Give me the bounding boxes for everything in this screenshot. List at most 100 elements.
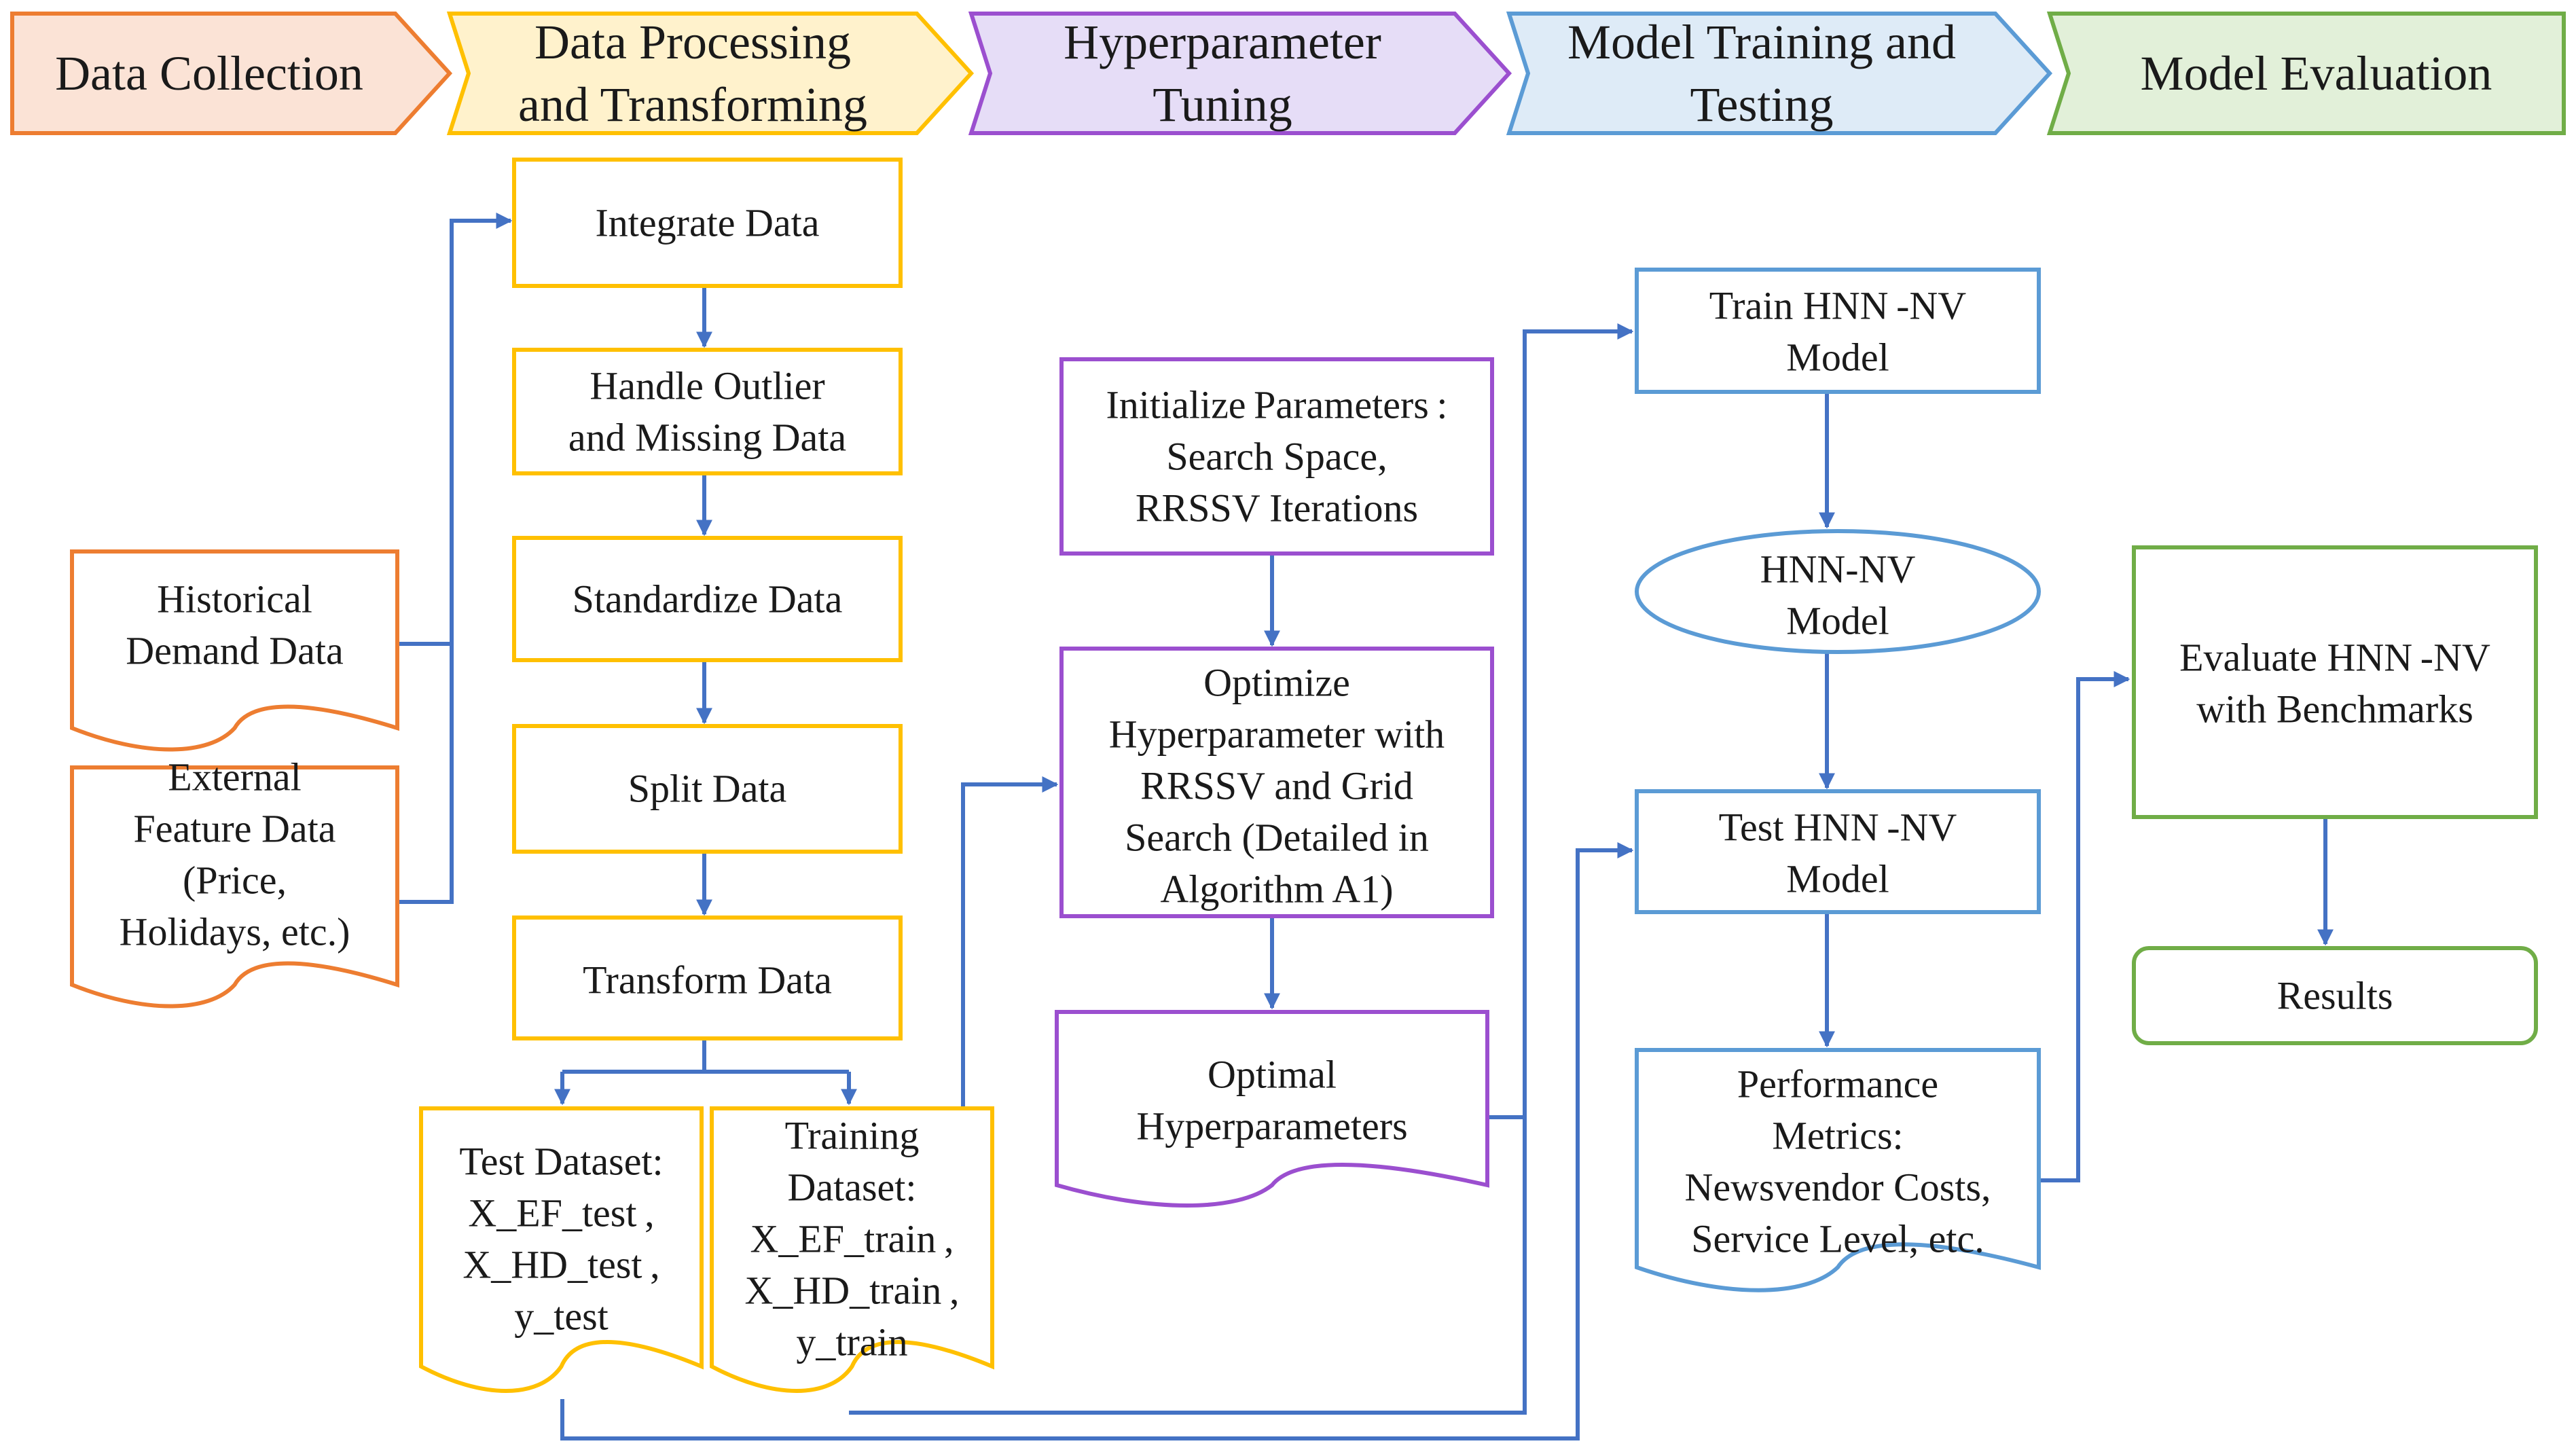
node-box [512,158,903,288]
node-label: Test HNN -NV [1719,805,1957,850]
node-label: HNN-NV [1760,547,1916,592]
node-label: Integrate Data [595,201,819,245]
node-label: Performance [1737,1062,1938,1106]
node-label: Dataset: [787,1165,916,1210]
stage-training [1506,12,2053,135]
node-box [512,916,903,1040]
node-box [2132,545,2538,819]
node-evaluate: Evaluate HNN -NV with Benchmarks [2132,545,2538,819]
node-label: Optimize [1203,661,1350,705]
node-box [1059,647,1494,918]
arrow-training-to-optimize [961,776,1059,1108]
arrow-optimal-to-train [1487,323,1634,1119]
node-label: Feature Data [134,807,336,851]
stage-label: Hyperparameter [1064,15,1381,69]
node-hnn-model: HNN-NV Model [1635,529,2041,654]
node-label: with Benchmarks [2196,687,2473,731]
node-label: Optimal [1208,1053,1337,1097]
node-label: Initialize Parameters : [1106,383,1447,427]
node-label: Holidays, etc.) [120,910,350,954]
node-label: X_HD_train , [744,1269,959,1313]
node-label: Evaluate HNN -NV [2179,636,2490,680]
node-document-shape [1055,1010,1489,1208]
stage-label: Model Training and [1567,15,1956,69]
node-box [1635,268,2041,394]
stage-banner: Data Collection Data Processing and Transf… [10,12,2566,135]
node-label: Transform Data [583,958,832,1002]
node-split: Split Data [512,724,903,854]
node-document-shape [70,765,399,1009]
node-label: Model [1786,857,1889,901]
node-box [1059,357,1494,556]
node-label: Handle Outlier [589,364,824,408]
node-label: Metrics: [1772,1114,1903,1158]
node-label: Demand Data [126,629,343,673]
node-label: Search Space, [1166,435,1387,479]
node-box [512,536,903,662]
node-label: X_EF_train , [750,1217,954,1261]
node-box [512,724,903,854]
node-label: External [168,755,301,799]
stage-label: Testing [1690,77,1834,132]
node-label: X_EF_test , [468,1191,654,1235]
node-label: y_test [514,1294,609,1339]
stage-label: Data Processing [534,15,851,69]
node-test-dataset: Test Dataset: X_EF_test , X_HD_test , y_tes… [419,1106,704,1393]
arrow-metrics-to-evaluate [2032,671,2130,1182]
node-label: Standardize Data [573,577,843,621]
stage-label: Model Evaluation [2141,46,2492,101]
node-label: Results [2277,974,2393,1018]
connector-collection-to-integrate [397,213,513,904]
node-label: (Price, [183,858,287,903]
stage-label: Data Collection [55,46,363,101]
stage-collection [10,12,453,135]
arrow-test-dataset-to-test-model [560,842,1634,1440]
node-integrate: Integrate Data [512,158,903,288]
node-document-shape [710,1106,994,1393]
node-train-model: Train HNN -NV Model [1635,268,2041,394]
node-document-shape [70,549,399,752]
node-label: X_HD_test , [462,1243,659,1287]
node-box [512,348,903,475]
node-handle-outlier: Handle Outlier and Missing Data [512,348,903,475]
node-label: RRSSV and Grid [1140,764,1413,808]
node-label: y_train [796,1320,907,1364]
node-label: Search (Detailed in [1125,816,1429,860]
node-init-params: Initialize Parameters : Search Space, RRSS… [1059,357,1494,556]
node-label: Service Level, etc. [1691,1217,1984,1261]
node-box [1635,789,2041,914]
node-label: Split Data [628,767,787,811]
connectors [397,213,2334,1440]
node-standardize: Standardize Data [512,536,903,662]
node-label: RRSSV Iterations [1136,486,1418,530]
connector-training-to-train [849,1117,1527,1415]
node-label: Algorithm A1) [1160,867,1393,911]
node-results: Results [2132,946,2538,1045]
node-label: Newsvendor Costs, [1684,1165,1991,1210]
node-document-shape [419,1106,704,1393]
node-test-model: Test HNN -NV Model [1635,789,2041,914]
node-label: Train HNN -NV [1709,284,1967,328]
node-label: Test Dataset: [459,1140,663,1184]
node-label: Hyperparameter with [1109,712,1445,757]
stage-processing [446,12,975,135]
node-label: Model [1786,336,1889,380]
node-label: Model [1786,599,1889,643]
node-label: Historical [157,577,312,621]
stage-label: and Transforming [518,77,867,132]
node-transform: Transform Data [512,916,903,1040]
stage-tuning [968,12,1512,135]
node-ellipse [1635,529,2041,654]
node-label: Training [785,1114,920,1158]
node-label: and Missing Data [568,416,846,460]
node-label: Hyperparameters [1136,1104,1407,1148]
stage-label: Tuning [1153,77,1292,132]
